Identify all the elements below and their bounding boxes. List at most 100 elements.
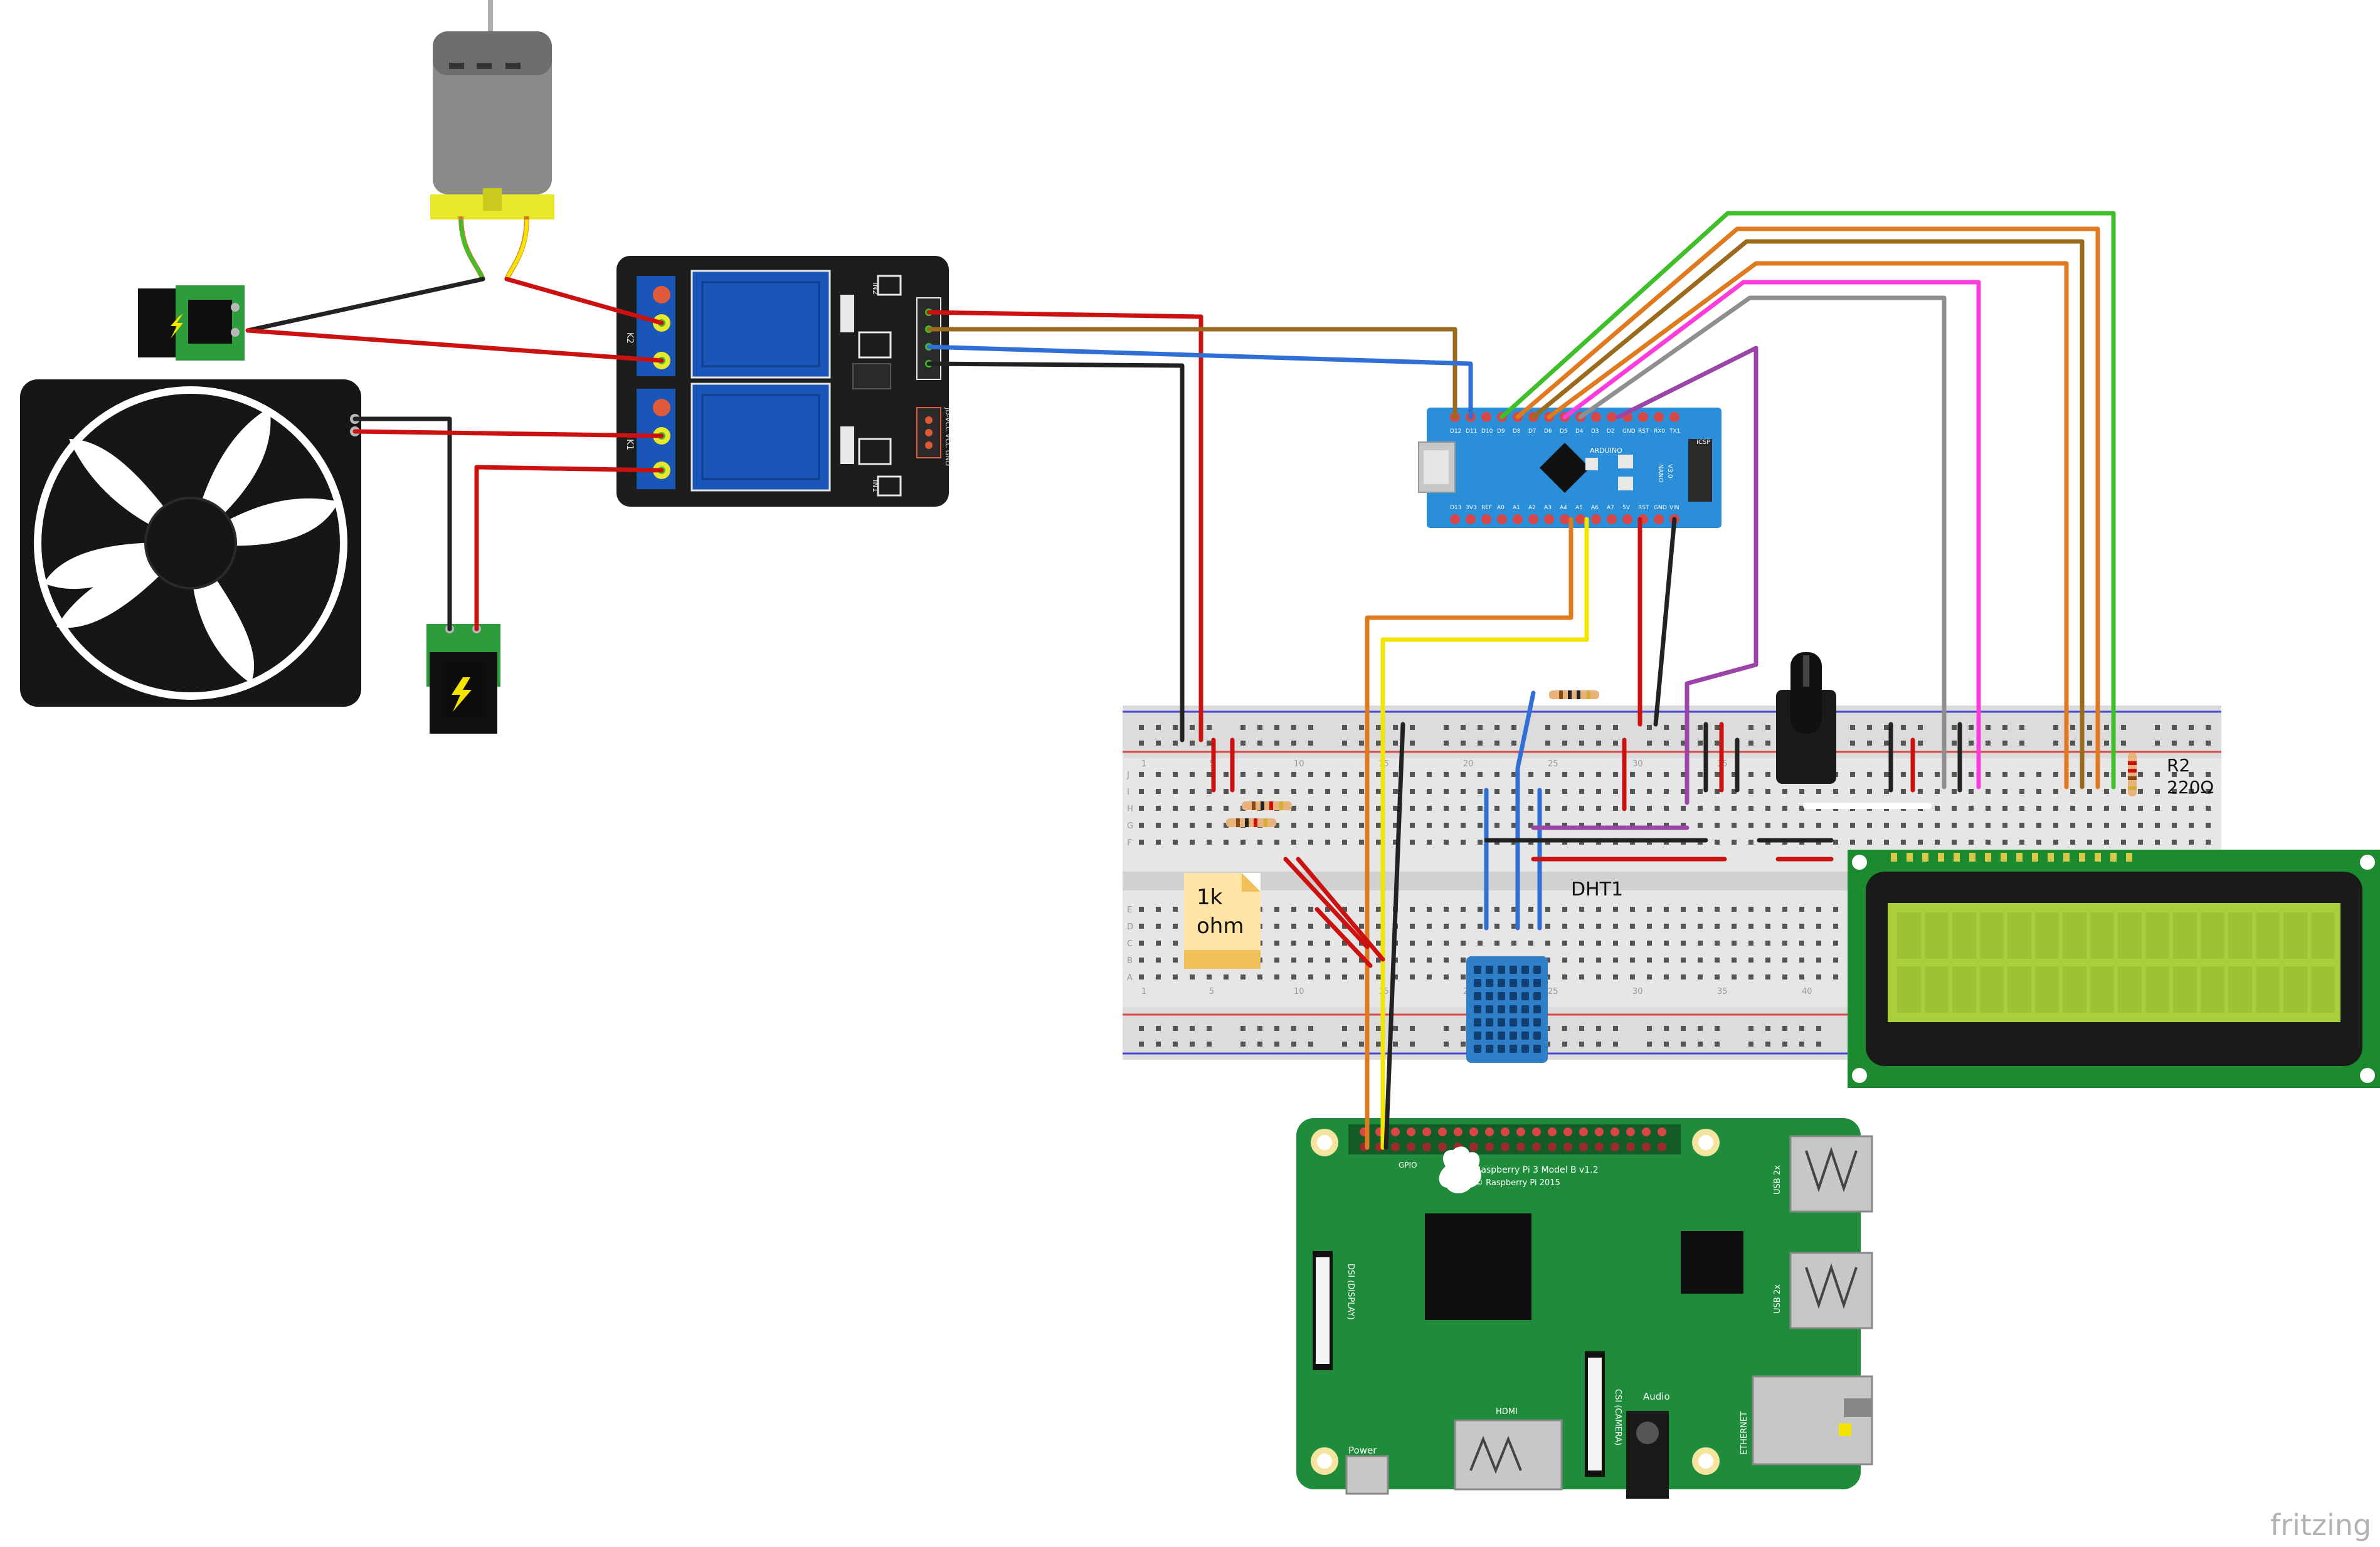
dht-grille-slot <box>1474 1018 1481 1027</box>
breadboard-rail-hole <box>1461 1026 1466 1031</box>
breadboard-hole <box>1833 958 1838 963</box>
breadboard-hole <box>1952 789 1957 794</box>
breadboard-hole <box>1613 924 1618 929</box>
rpi-dsi-label: DSI (DISPLAY) <box>1346 1264 1355 1320</box>
breadboard-hole <box>1901 840 1906 845</box>
breadboard-hole <box>1190 823 1195 828</box>
breadboard-hole <box>1901 772 1906 777</box>
breadboard-hole <box>2189 840 2194 845</box>
breadboard-hole <box>2206 789 2211 794</box>
breadboard-hole <box>1799 958 1804 963</box>
lcd-pin <box>2063 853 2070 862</box>
relay-module: K2 K1 IN2 IN1 JD-VCC VCC GND <box>616 256 952 507</box>
breadboard-rail-hole <box>1410 741 1415 746</box>
potentiometer <box>1776 652 1836 784</box>
breadboard-rail-hole <box>1393 1042 1398 1047</box>
breadboard-rail-hole <box>1698 1026 1703 1031</box>
breadboard-rail-hole <box>1240 725 1246 730</box>
breadboard-hole <box>1816 924 1821 929</box>
rpi-gpio-pin <box>1610 1143 1619 1151</box>
breadboard-hole <box>1732 941 1737 946</box>
breadboard-hole <box>1291 941 1296 946</box>
breadboard-hole <box>1579 789 1584 794</box>
breadboard-hole <box>1342 941 1347 946</box>
wire-red-bb-diag-2 <box>1296 857 1385 962</box>
breadboard-rail-hole <box>1986 741 1991 746</box>
rpi-gpio-pin <box>1626 1127 1635 1136</box>
breadboard-rail-hole <box>1698 725 1703 730</box>
breadboard-hole <box>1528 806 1533 811</box>
nano-bottom-pin <box>1654 514 1664 524</box>
breadboard-rail-hole <box>1664 725 1669 730</box>
breadboard-hole <box>1410 840 1415 845</box>
breadboard-hole <box>1748 789 1753 794</box>
breadboard-hole <box>2189 823 2194 828</box>
breadboard-hole <box>1715 907 1720 912</box>
rpi-gpio-pin <box>1658 1127 1666 1136</box>
lcd-pin <box>2110 853 2117 862</box>
breadboard-hole <box>1444 823 1449 828</box>
nano-bottom-pin-label: D13 <box>1450 505 1461 511</box>
breadboard-rail-hole <box>1748 1042 1753 1047</box>
breadboard-hole <box>1833 907 1838 912</box>
dht-grille-slot <box>1510 1005 1517 1013</box>
breadboard-hole <box>1274 958 1279 963</box>
breadboard-hole <box>1952 806 1957 811</box>
breadboard-hole <box>2104 840 2109 845</box>
breadboard-hole <box>2155 772 2160 777</box>
rpi-gpio-pin <box>1469 1127 1478 1136</box>
breadboard-rail-hole <box>1562 741 1567 746</box>
breadboard-hole <box>1156 840 1161 845</box>
breadboard-hole <box>1444 806 1449 811</box>
breadboard-col-number: 40 <box>1802 987 1812 996</box>
breadboard-hole <box>1291 772 1296 777</box>
breadboard-hole <box>1528 907 1533 912</box>
nano-top-pin <box>1638 412 1648 422</box>
breadboard-rail-hole <box>1240 1042 1246 1047</box>
breadboard-hole <box>1511 823 1516 828</box>
breadboard-hole <box>1478 772 1483 777</box>
breadboard-hole <box>1511 907 1516 912</box>
breadboard-hole <box>1478 789 1483 794</box>
breadboard-hole <box>1444 840 1449 845</box>
breadboard-hole <box>1156 772 1161 777</box>
breadboard-hole <box>1325 823 1330 828</box>
nano-bottom-pin-label: VIN <box>1669 505 1679 511</box>
dht-grille-slot <box>1533 1005 1541 1013</box>
breadboard-hole <box>1664 806 1669 811</box>
rpi-copyright: © Raspberry Pi 2015 <box>1475 1178 1560 1188</box>
breadboard-hole <box>1342 958 1347 963</box>
resistors <box>1226 690 2137 827</box>
breadboard-hole <box>2053 789 2058 794</box>
breadboard-hole <box>1291 806 1296 811</box>
breadboard-hole <box>1748 840 1753 845</box>
dht-grille-slot <box>1498 1005 1505 1013</box>
breadboard-hole <box>1376 789 1381 794</box>
breadboard-hole <box>1969 789 1974 794</box>
rpi-gpio-pin <box>1579 1127 1588 1136</box>
nano-bottom-pin <box>1466 514 1476 524</box>
breadboard-rail-hole <box>1393 725 1398 730</box>
breadboard-hole <box>2036 840 2041 845</box>
nano-top-pin-label: D6 <box>1544 428 1552 435</box>
breadboard-hole <box>2070 823 2075 828</box>
breadboard-hole <box>1494 823 1499 828</box>
breadboard-hole <box>1393 823 1398 828</box>
breadboard-hole <box>1596 806 1601 811</box>
breadboard-rail-hole <box>2172 725 2177 730</box>
breadboard-hole <box>1376 958 1381 963</box>
breadboard-rail-hole <box>1342 1026 1347 1031</box>
breadboard-rail-hole <box>1715 741 1720 746</box>
rpi-power-label: Power <box>1348 1445 1377 1456</box>
dht-grille-slot <box>1498 1032 1505 1040</box>
breadboard-hole <box>1630 941 1635 946</box>
breadboard-rail-hole <box>1274 725 1279 730</box>
breadboard-hole <box>1291 789 1296 794</box>
breadboard-hole <box>2172 772 2177 777</box>
wire-red-bb-diag-3 <box>1314 907 1373 968</box>
raspberry-pi-3: Raspberry Pi 3 Model B v1.2 © Raspberry … <box>1296 1118 1873 1499</box>
dc-motor <box>430 0 554 280</box>
rpi-gpio-pin <box>1485 1143 1494 1151</box>
breadboard-hole <box>1935 840 1940 845</box>
